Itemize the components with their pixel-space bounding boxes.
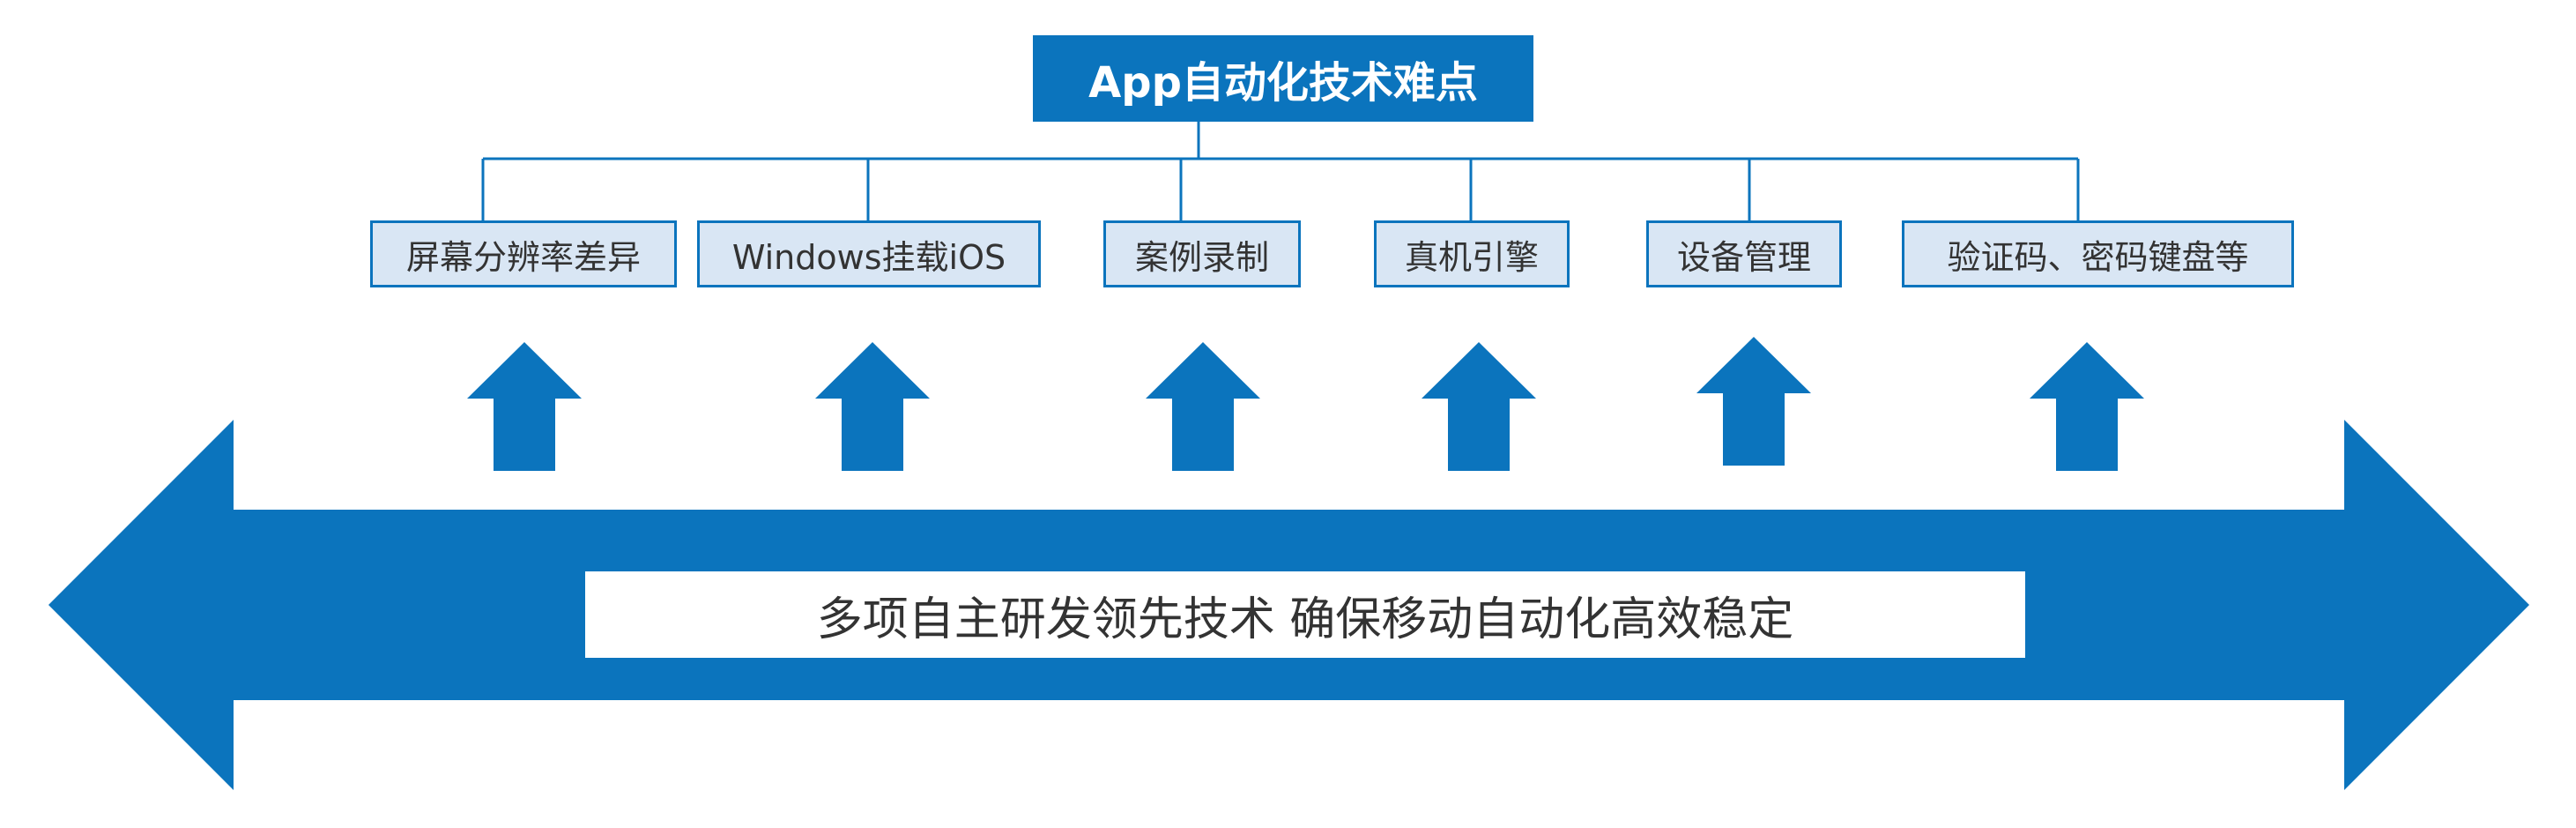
difficulty-item-captcha-keyboard: 验证码、密码键盘等 [1902, 220, 2294, 287]
banner-text: 多项自主研发领先技术 确保移动自动化高效稳定 [585, 571, 2025, 658]
up-arrow-6 [2030, 342, 2144, 471]
up-arrow-1 [467, 342, 582, 471]
up-arrow-3 [1146, 342, 1260, 471]
difficulty-item-case-recording: 案例录制 [1103, 220, 1301, 287]
up-arrow-4 [1422, 342, 1536, 471]
up-arrow-2 [815, 342, 930, 471]
up-arrow-5 [1696, 337, 1811, 466]
difficulty-item-screen-resolution: 屏幕分辨率差异 [370, 220, 677, 287]
diagram-title: App自动化技术难点 [1033, 35, 1533, 122]
tree-connectors [481, 122, 2080, 220]
difficulty-item-windows-ios: Windows挂载iOS [697, 220, 1041, 287]
difficulty-item-device-engine: 真机引擎 [1374, 220, 1570, 287]
difficulty-item-device-management: 设备管理 [1646, 220, 1842, 287]
